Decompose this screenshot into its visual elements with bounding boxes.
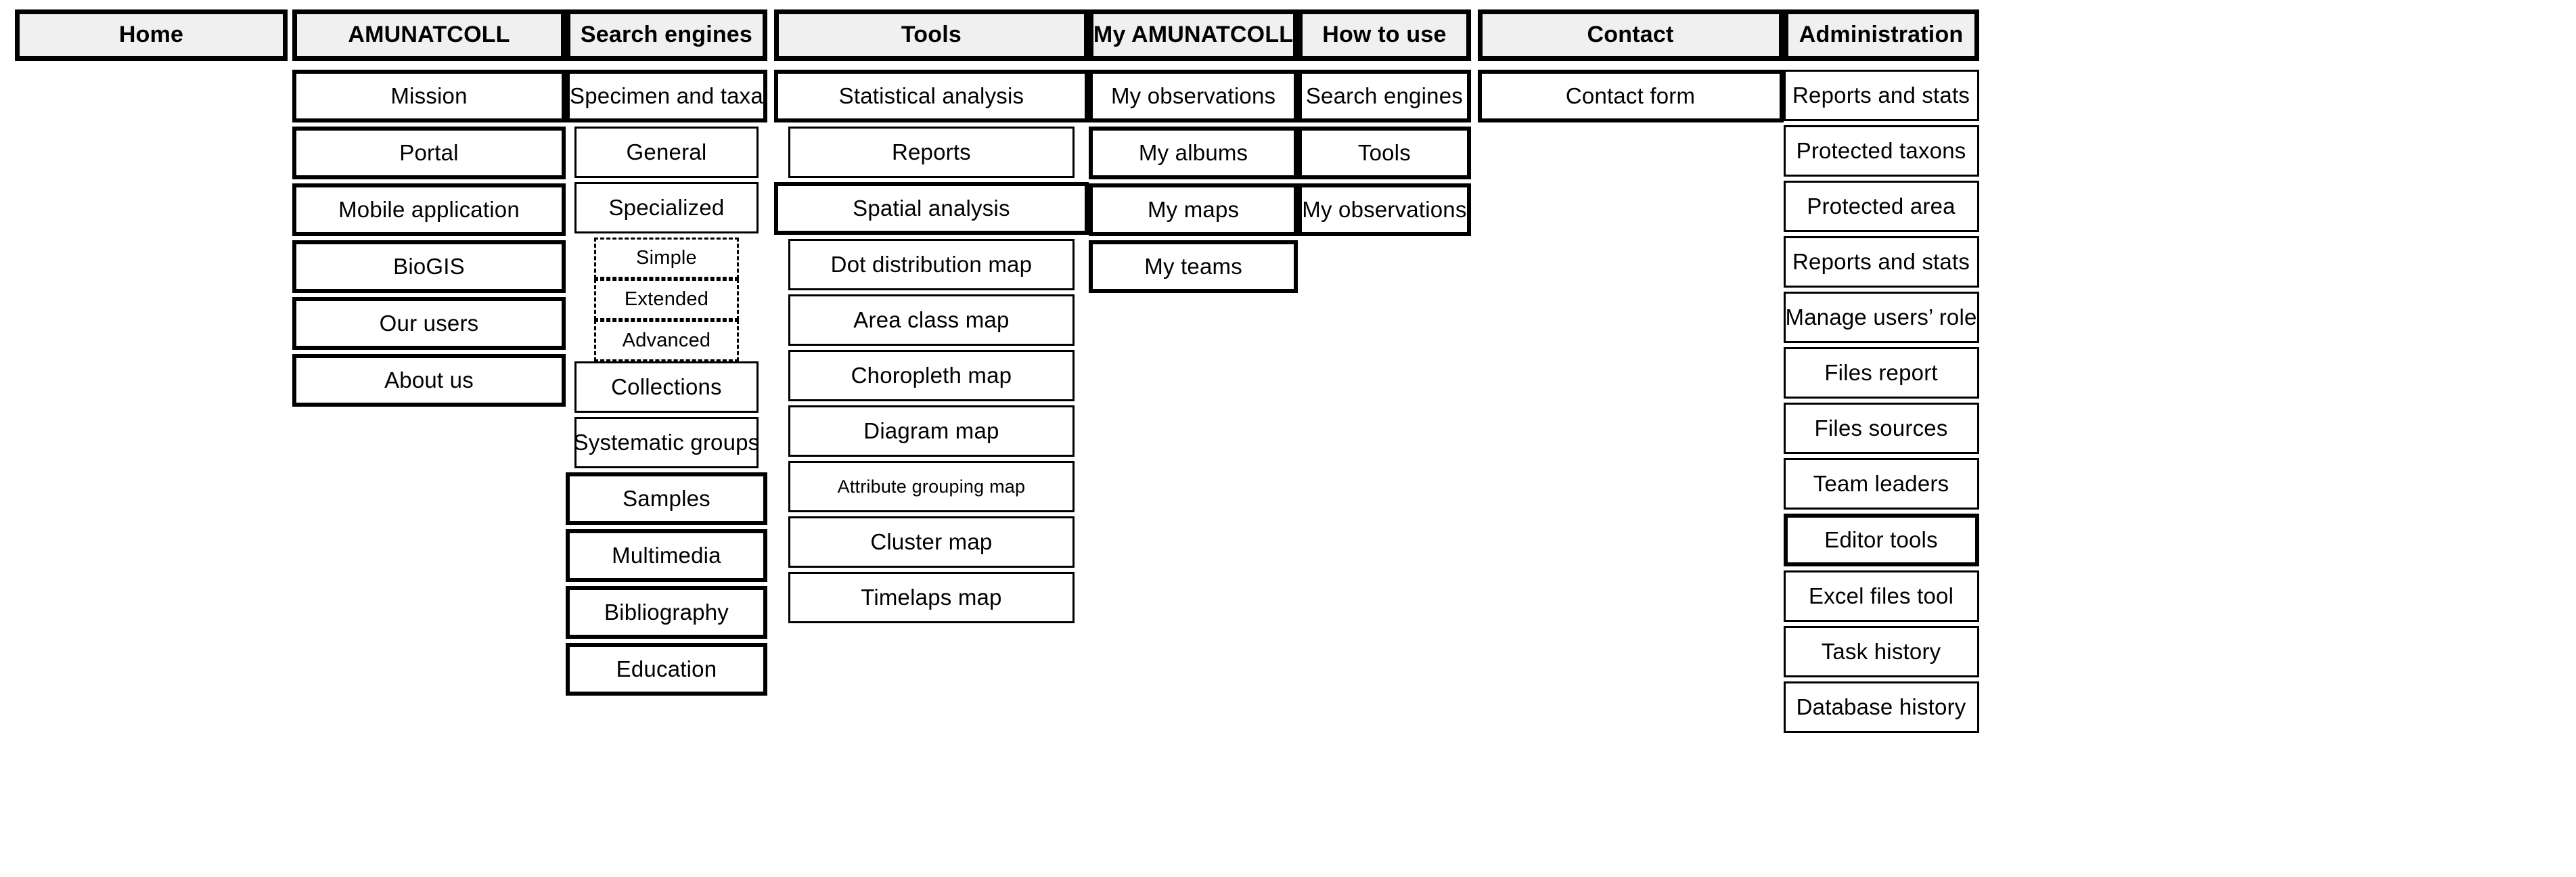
menu-item-tools-8[interactable]: Cluster map [788,516,1075,568]
menu-column-home: Home [15,9,288,70]
menu-item-tools-5[interactable]: Choropleth map [788,350,1075,401]
menu-item-administration-11[interactable]: Database history [1783,681,1979,733]
menu-item-tools-6[interactable]: Diagram map [788,405,1075,457]
menu-item-search-engines-2[interactable]: Specialized [574,182,759,233]
menu-item-search-engines-5[interactable]: Advanced [593,320,740,361]
menu-header-home[interactable]: Home [15,9,288,61]
menu-item-administration-10[interactable]: Task history [1783,626,1979,677]
menu-item-amunatcoll-4[interactable]: Our users [292,297,566,350]
menu-item-tools-9[interactable]: Timelaps map [788,572,1075,623]
menu-item-amunatcoll-0[interactable]: Mission [292,70,566,122]
menu-item-administration-1[interactable]: Protected taxons [1783,125,1979,177]
menu-header-my-amunatcoll[interactable]: My AMUNATCOLL [1088,9,1298,61]
menu-header-contact[interactable]: Contact [1477,9,1784,61]
menu-item-my-amunatcoll-1[interactable]: My albums [1088,127,1298,179]
menu-header-search-engines[interactable]: Search engines [566,9,767,61]
menu-item-administration-5[interactable]: Files report [1783,347,1979,399]
menu-item-my-amunatcoll-3[interactable]: My teams [1088,240,1298,293]
menu-item-tools-1[interactable]: Reports [788,127,1075,178]
menu-item-search-engines-6[interactable]: Collections [574,361,759,413]
menu-header-tools[interactable]: Tools [773,9,1089,61]
menu-item-administration-4[interactable]: Manage users’ role [1783,292,1979,343]
menu-item-how-to-use-1[interactable]: Tools [1298,127,1471,179]
menu-item-search-engines-3[interactable]: Simple [593,238,740,279]
menu-item-amunatcoll-1[interactable]: Portal [292,127,566,179]
menu-item-amunatcoll-3[interactable]: BioGIS [292,240,566,293]
menu-item-search-engines-8[interactable]: Samples [566,472,767,525]
menu-item-tools-7[interactable]: Attribute grouping map [788,461,1075,512]
menu-item-my-amunatcoll-0[interactable]: My observations [1088,70,1298,122]
menu-item-search-engines-7[interactable]: Systematic groups [574,417,759,468]
menu-item-administration-7[interactable]: Team leaders [1783,458,1979,510]
menu-header-administration[interactable]: Administration [1783,9,1979,61]
menu-header-amunatcoll[interactable]: AMUNATCOLL [292,9,566,61]
menu-item-amunatcoll-2[interactable]: Mobile application [292,183,566,236]
menu-item-administration-6[interactable]: Files sources [1783,403,1979,454]
menu-item-how-to-use-2[interactable]: My observations [1298,183,1471,236]
menu-item-search-engines-11[interactable]: Education [566,643,767,696]
menu-item-tools-2[interactable]: Spatial analysis [773,182,1089,235]
menu-item-administration-2[interactable]: Protected area [1783,181,1979,232]
menu-header-how-to-use[interactable]: How to use [1298,9,1471,61]
menu-item-my-amunatcoll-2[interactable]: My maps [1088,183,1298,236]
menu-item-search-engines-0[interactable]: Specimen and taxa [566,70,767,122]
menu-item-administration-0[interactable]: Reports and stats [1783,70,1979,121]
menu-item-search-engines-4[interactable]: Extended [593,279,740,320]
menu-item-administration-3[interactable]: Reports and stats [1783,236,1979,288]
menu-item-search-engines-1[interactable]: General [574,127,759,178]
menu-item-administration-9[interactable]: Excel files tool [1783,570,1979,622]
menu-item-search-engines-9[interactable]: Multimedia [566,529,767,582]
menu-item-administration-8[interactable]: Editor tools [1783,514,1979,566]
menu-item-search-engines-10[interactable]: Bibliography [566,586,767,639]
menu-item-how-to-use-0[interactable]: Search engines [1298,70,1471,122]
menu-item-amunatcoll-5[interactable]: About us [292,354,566,407]
menu-item-contact-0[interactable]: Contact form [1477,70,1784,122]
menu-item-tools-3[interactable]: Dot distribution map [788,239,1075,290]
menu-item-tools-0[interactable]: Statistical analysis [773,70,1089,122]
menu-item-tools-4[interactable]: Area class map [788,294,1075,346]
